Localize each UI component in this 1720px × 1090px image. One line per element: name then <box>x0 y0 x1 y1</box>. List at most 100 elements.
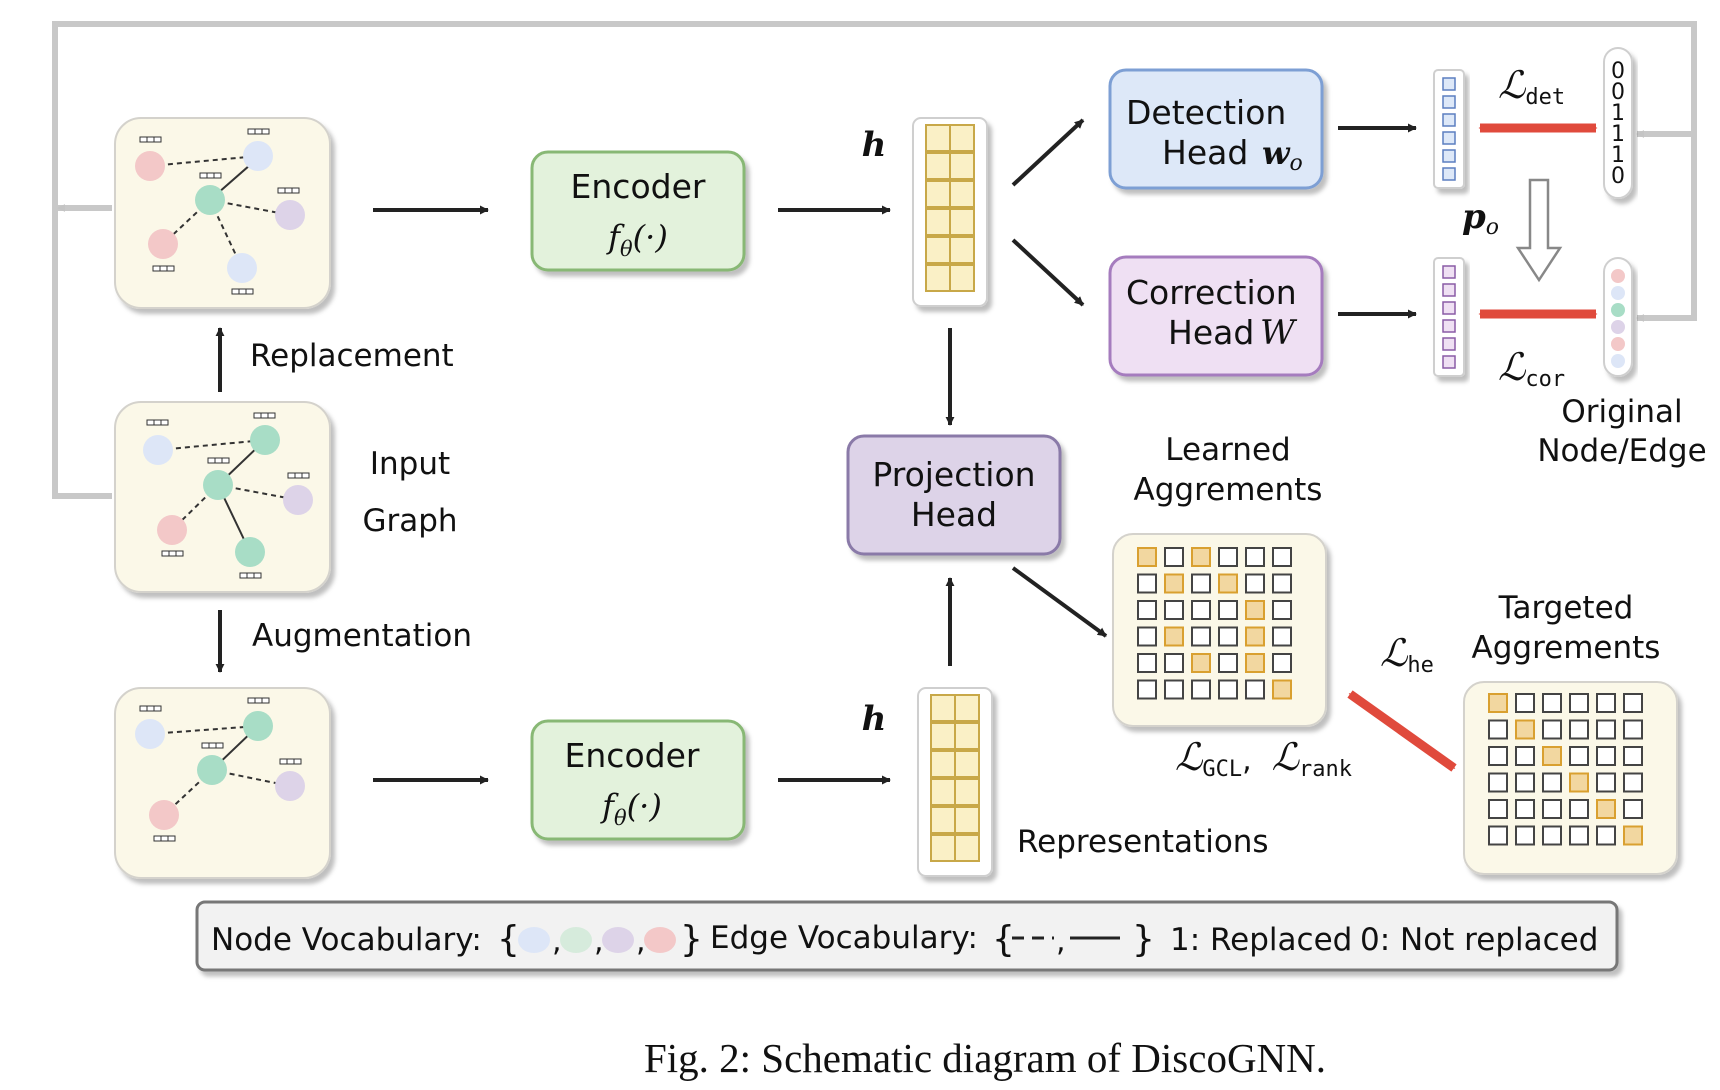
matrix-cell-highlighted <box>1191 653 1211 673</box>
graph-node <box>203 470 233 500</box>
legend-node-green <box>560 927 592 953</box>
matrix-cell <box>1488 719 1508 740</box>
binary-digit: 0 <box>1611 164 1625 189</box>
loss-det-label: ℒdet <box>1498 63 1565 110</box>
legend-brace-open-2: { <box>992 919 1015 960</box>
rep-cell <box>925 264 951 292</box>
rep-cell <box>954 694 980 722</box>
binary-digit: 1 <box>1611 101 1625 126</box>
detection-output-vector <box>1433 69 1465 189</box>
matrix-cell <box>1488 772 1508 793</box>
graph-node <box>243 141 273 171</box>
encoder-func-sub: θ <box>614 806 627 830</box>
matrix-cell <box>1542 772 1562 793</box>
correction-weight-symbol: W <box>1260 313 1298 353</box>
vector-cell <box>1442 301 1456 315</box>
matrix-cell <box>1164 653 1184 673</box>
original-label-2: Node/Edge <box>1537 433 1706 469</box>
matrix-cell <box>1191 573 1211 594</box>
graph-node <box>250 425 280 455</box>
input-graph-label-2: Graph <box>362 503 457 539</box>
svg-text:,: , <box>552 924 562 959</box>
vector-cell <box>1442 167 1456 181</box>
legend-brace-close-2: } <box>1132 919 1155 960</box>
matrix-cell-highlighted <box>1218 573 1238 594</box>
loss-gcl-rank-label: ℒGCL,ℒrank <box>1175 735 1352 782</box>
loss-he-label: ℒhe <box>1380 631 1434 678</box>
matrix-cell-highlighted <box>1569 772 1589 793</box>
matrix-cell <box>1218 600 1238 620</box>
vector-cell <box>1442 113 1456 127</box>
replaced-graph-panel <box>114 117 331 309</box>
matrix-cell-highlighted <box>1137 547 1157 567</box>
matrix-cell <box>1245 679 1265 700</box>
figure-caption: Fig. 2: Schematic diagram of DiscoGNN. <box>644 1035 1326 1081</box>
representations-label: Representations <box>1017 824 1269 860</box>
correction-output-vector <box>1433 257 1465 377</box>
rep-cell <box>949 124 975 152</box>
augmentation-label: Augmentation <box>252 618 472 654</box>
matrix-cell <box>1542 825 1562 846</box>
matrix-cell <box>1569 799 1589 819</box>
matrix-cell <box>1164 547 1184 567</box>
matrix-cell <box>1164 679 1184 700</box>
h-label-bottom: h <box>862 699 887 739</box>
matrix-cell <box>1488 825 1508 846</box>
legend-node-vocab: Node Vocabulary: <box>211 922 482 958</box>
encoder-func-sub: θ <box>620 237 633 261</box>
graph-node <box>243 711 273 741</box>
rep-cell <box>930 778 956 806</box>
matrix-cell <box>1515 825 1535 846</box>
matrix-cell <box>1515 693 1535 713</box>
matrix-cell-highlighted <box>1488 693 1508 713</box>
vector-cell <box>1442 283 1456 297</box>
original-node-dot <box>1611 269 1625 283</box>
legend-box: Node Vocabulary: { , , , } Edge Vocabula… <box>195 900 1619 972</box>
detection-head: Detection Head wo <box>1108 68 1324 190</box>
vector-cell <box>1442 265 1456 279</box>
vector-cell <box>1442 149 1456 163</box>
rep-cell <box>930 722 956 750</box>
matrix-cell <box>1272 547 1292 567</box>
matrix-cell <box>1623 719 1643 740</box>
matrix-cell <box>1623 746 1643 766</box>
matrix-cell <box>1596 693 1616 713</box>
matrix-cell <box>1488 746 1508 766</box>
matrix-cell <box>1596 772 1616 793</box>
legend-node-red <box>644 927 676 953</box>
correction-head-title: Correction <box>1126 273 1297 312</box>
matrix-cell <box>1569 746 1589 766</box>
matrix-cell <box>1542 693 1562 713</box>
rep-cell <box>930 834 956 862</box>
graph-node <box>149 800 179 830</box>
svg-text:wo: wo <box>1262 134 1303 176</box>
encoder-func-arg: (·) <box>633 218 668 256</box>
vector-cell <box>1442 95 1456 109</box>
legend-replaced: 1: Replaced <box>1170 922 1352 958</box>
matrix-cell-highlighted <box>1164 573 1184 594</box>
rep-cell <box>954 834 980 862</box>
rep-cell <box>930 694 956 722</box>
projection-head: Projection Head <box>846 434 1062 556</box>
encoder-func-arg: (·) <box>627 787 662 825</box>
matrix-cell <box>1272 653 1292 673</box>
h-label-top: h <box>862 125 887 165</box>
binary-digit: 1 <box>1611 122 1625 147</box>
detection-head-line2: Head <box>1162 133 1248 172</box>
targeted-label-1: Targeted <box>1498 590 1634 626</box>
encoder-title: Encoder <box>565 736 700 775</box>
he-loss-arrow <box>1347 690 1457 772</box>
original-node-dot <box>1611 320 1625 334</box>
po-hollow-arrow <box>1515 178 1563 283</box>
replacement-label: Replacement <box>250 338 454 374</box>
matrix-cell <box>1569 693 1589 713</box>
detection-weight-sub: o <box>1290 151 1303 176</box>
graph-node <box>135 719 165 749</box>
matrix-cell <box>1515 772 1535 793</box>
graph-node <box>275 771 305 801</box>
matrix-cell <box>1272 626 1292 647</box>
loss-cor-label: ℒcor <box>1498 345 1565 392</box>
vector-cell <box>1442 319 1456 333</box>
legend-node-blue <box>518 927 550 953</box>
